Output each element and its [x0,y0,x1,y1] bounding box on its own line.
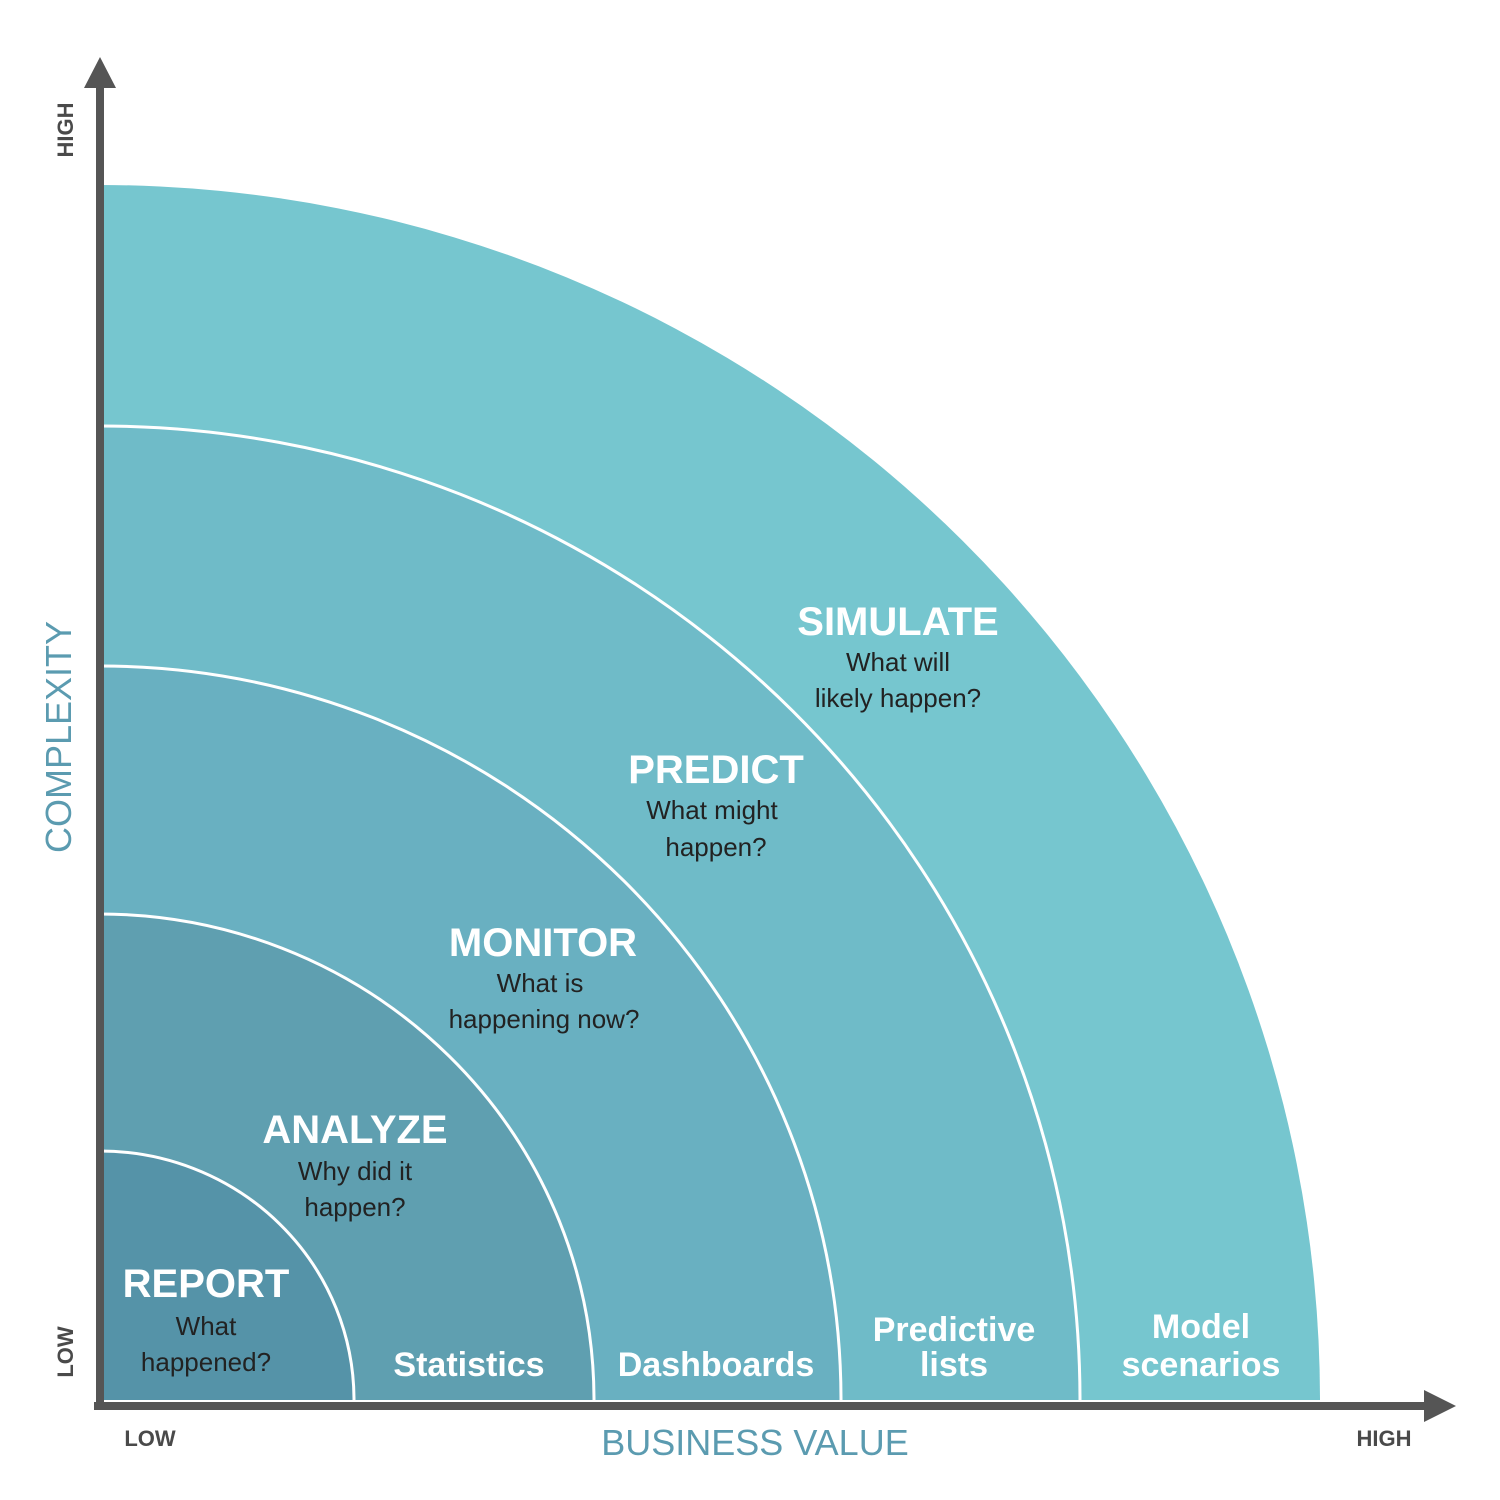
divider-arc-2 [99,664,843,1401]
x-axis-arrowhead [1424,1390,1456,1422]
x-axis-title: BUSINESS VALUE [601,1422,908,1463]
simulate-tool-line2: scenarios [1122,1346,1281,1384]
y-axis-title: COMPLEXITY [38,621,79,853]
report-question-line2: happened? [141,1347,271,1377]
x-axis-high-label: HIGH [1357,1426,1412,1451]
predict-tool-line2: lists [920,1346,988,1384]
y-axis-low-label: LOW [53,1326,78,1378]
divider-arc-4 [99,1149,356,1401]
report-title: REPORT [123,1262,290,1306]
simulate-tool-line1: Model [1152,1308,1250,1346]
band-dividers [99,424,1082,1401]
y-axis-arrowhead [84,57,116,88]
monitor-tool-label: Dashboards [618,1346,815,1384]
predict-question-line1: What might [646,795,778,825]
simulate-question-line1: What will [846,647,950,677]
analyze-question-line1: Why did it [298,1156,413,1186]
predict-question-line2: happen? [665,832,766,862]
y-axis-high-label: HIGH [53,103,78,158]
predict-title: PREDICT [628,748,804,792]
analyze-title: ANALYZE [262,1108,447,1152]
monitor-question-line2: happening now? [449,1004,640,1034]
predict-tool-line1: Predictive [873,1311,1036,1349]
axes [84,57,1456,1422]
analyze-question-line2: happen? [304,1192,405,1222]
band-report [100,1151,354,1400]
divider-arc-1 [99,424,1082,1401]
x-axis-low-label: LOW [124,1426,176,1451]
divider-arc-3 [99,912,596,1401]
analyze-tool-label: Statistics [393,1346,544,1384]
monitor-title: MONITOR [449,921,637,965]
monitor-question-line1: What is [497,968,584,998]
report-question-line1: What [176,1311,237,1341]
simulate-question-line2: likely happen? [815,683,981,713]
simulate-title: SIMULATE [797,600,998,644]
